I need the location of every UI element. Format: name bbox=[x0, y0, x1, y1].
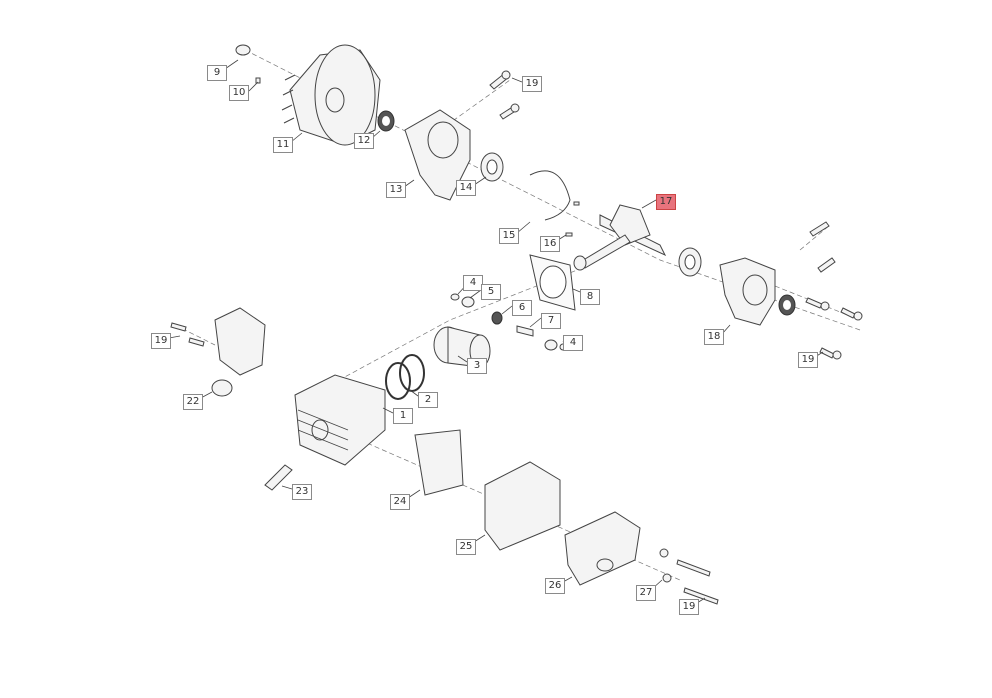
seal-part[interactable] bbox=[377, 110, 395, 132]
callout-8[interactable]: 8 bbox=[580, 289, 600, 305]
muffler-cover-part[interactable] bbox=[564, 511, 641, 586]
muffler-part[interactable] bbox=[484, 461, 561, 551]
needle-bearing-part[interactable] bbox=[491, 311, 503, 325]
callout-19[interactable]: 19 bbox=[798, 352, 818, 368]
piston-pin-part[interactable] bbox=[516, 325, 534, 337]
piston-part[interactable] bbox=[433, 326, 491, 368]
gasket-part[interactable] bbox=[529, 170, 571, 221]
bolt-part[interactable] bbox=[489, 70, 511, 90]
bolt-part[interactable] bbox=[499, 103, 520, 120]
crankshaft-part[interactable] bbox=[573, 204, 667, 271]
gasket-part[interactable] bbox=[529, 254, 576, 311]
callout-19[interactable]: 19 bbox=[679, 599, 699, 615]
cylinder-part[interactable] bbox=[294, 374, 386, 466]
callout-13[interactable]: 13 bbox=[386, 182, 406, 198]
bolt-part[interactable] bbox=[805, 297, 830, 311]
crankcase-half-part[interactable] bbox=[404, 109, 471, 201]
pin-part[interactable] bbox=[565, 232, 573, 237]
callout-12[interactable]: 12 bbox=[354, 133, 374, 149]
callout-18[interactable]: 18 bbox=[704, 329, 724, 345]
callout-7[interactable]: 7 bbox=[541, 313, 561, 329]
callout-14[interactable]: 14 bbox=[456, 180, 476, 196]
callout-10[interactable]: 10 bbox=[229, 85, 249, 101]
callout-4[interactable]: 4 bbox=[463, 275, 483, 291]
spark-plug-part[interactable] bbox=[264, 464, 293, 491]
callout-19[interactable]: 19 bbox=[151, 333, 171, 349]
flywheel-part[interactable] bbox=[281, 44, 381, 146]
bearing-part[interactable] bbox=[480, 152, 504, 182]
callout-11[interactable]: 11 bbox=[273, 137, 293, 153]
callout-23[interactable]: 23 bbox=[292, 484, 312, 500]
callout-26[interactable]: 26 bbox=[545, 578, 565, 594]
callout-9[interactable]: 9 bbox=[207, 65, 227, 81]
callout-27[interactable]: 27 bbox=[636, 585, 656, 601]
circlip-part[interactable] bbox=[450, 293, 460, 301]
nut-part[interactable] bbox=[659, 548, 672, 583]
callout-1[interactable]: 1 bbox=[393, 408, 413, 424]
bolt-part[interactable] bbox=[817, 257, 836, 273]
bolt-part[interactable] bbox=[819, 347, 842, 360]
crankcase-half-part[interactable] bbox=[719, 257, 776, 326]
pin-part[interactable] bbox=[573, 201, 580, 206]
washer-part[interactable] bbox=[461, 296, 475, 308]
callout-2[interactable]: 2 bbox=[418, 392, 438, 408]
callout-22[interactable]: 22 bbox=[183, 394, 203, 410]
bearing-part[interactable] bbox=[678, 247, 702, 277]
callout-19[interactable]: 19 bbox=[522, 76, 542, 92]
muffler-gasket-part[interactable] bbox=[414, 429, 464, 496]
leader-lines bbox=[168, 59, 824, 604]
bolt-part[interactable] bbox=[170, 322, 205, 347]
callout-4[interactable]: 4 bbox=[563, 335, 583, 351]
nut-part[interactable] bbox=[235, 44, 251, 56]
seal-part[interactable] bbox=[778, 294, 796, 316]
callout-15[interactable]: 15 bbox=[499, 228, 519, 244]
callout-6[interactable]: 6 bbox=[512, 300, 532, 316]
key-part[interactable] bbox=[255, 77, 261, 84]
callout-17-highlighted[interactable]: 17 bbox=[656, 194, 676, 210]
bolt-part[interactable] bbox=[840, 307, 863, 321]
callout-24[interactable]: 24 bbox=[390, 494, 410, 510]
callout-5[interactable]: 5 bbox=[481, 284, 501, 300]
bolt-part[interactable] bbox=[676, 559, 719, 605]
callout-16[interactable]: 16 bbox=[540, 236, 560, 252]
intake-part[interactable] bbox=[211, 307, 266, 397]
callout-3[interactable]: 3 bbox=[467, 358, 487, 374]
bolt-part[interactable] bbox=[809, 221, 830, 237]
callout-25[interactable]: 25 bbox=[456, 539, 476, 555]
